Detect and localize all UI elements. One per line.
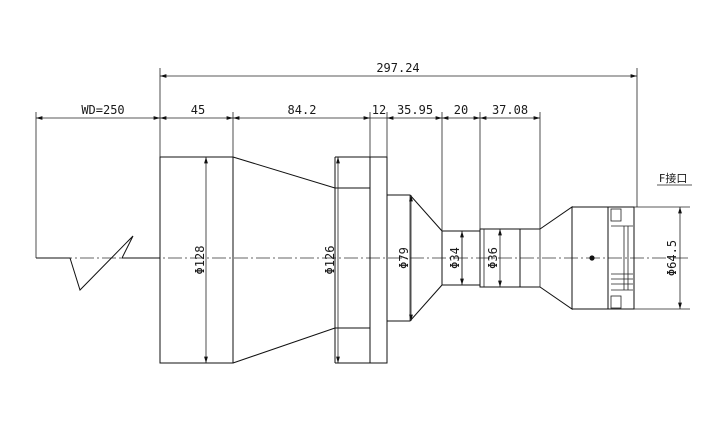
total-length-label: 297.24 <box>376 61 419 75</box>
dia-79-label: Φ79 <box>397 247 411 269</box>
dia-34-label: Φ34 <box>448 247 462 269</box>
front-barrel <box>159 156 234 364</box>
index-dot <box>589 255 595 261</box>
segment-2-label: 84.2 <box>288 103 317 117</box>
segment-6-label: 37.08 <box>492 103 528 117</box>
tapered-barrel <box>232 156 336 364</box>
segment-dimensions <box>35 112 541 258</box>
f-mount-label: F接口 <box>659 172 687 185</box>
f-mount-bayonet <box>607 206 635 310</box>
dia-128-label: Φ128 <box>193 246 207 275</box>
working-distance-break <box>36 235 160 291</box>
segment-4-label: 35.95 <box>397 103 433 117</box>
working-distance-label: WD=250 <box>81 103 124 117</box>
segment-3-label: 12 <box>372 103 386 117</box>
dia-36-label: Φ36 <box>486 247 500 269</box>
segment-5-label: 20 <box>454 103 468 117</box>
segment-1-label: 45 <box>191 103 205 117</box>
dia-126-label: Φ126 <box>323 246 337 275</box>
dia-64-5-label: Φ64.5 <box>665 240 679 276</box>
flange <box>369 156 388 364</box>
